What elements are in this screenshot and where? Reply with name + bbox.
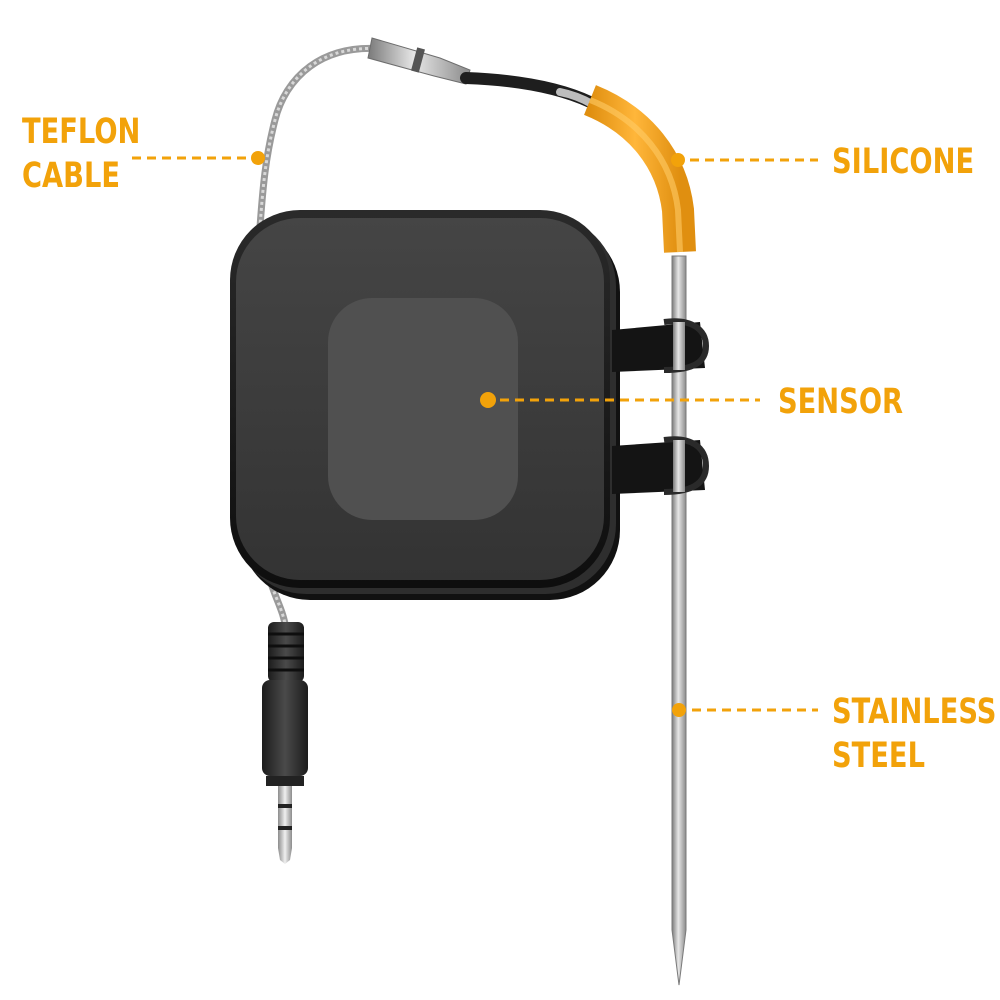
steel-label-line1: STAINLESS [832,692,997,732]
teflon-cable-label: TEFLON CABLE [22,110,140,198]
sensor-label-text: SENSOR [778,382,904,422]
silicone-label: SILICONE [832,140,974,184]
callout-teflon [132,151,265,165]
sensor-pad [328,298,518,520]
sensor-label: SENSOR [778,380,903,424]
teflon-label-line1: TEFLON [22,112,141,152]
callout-steel [672,703,818,717]
silicone-label-text: SILICONE [832,142,975,182]
callout-sensor [480,392,760,408]
steel-label-line2: STEEL [832,736,925,776]
callout-silicone [671,153,818,167]
device-body [230,210,620,600]
audio-plug [262,622,308,864]
stainless-steel-label: STAINLESS STEEL [832,690,996,778]
cable-ferrule [367,37,471,85]
probe-clip-upper [612,318,710,373]
teflon-label-line2: CABLE [22,156,121,196]
probe-clip-lower [612,436,710,495]
